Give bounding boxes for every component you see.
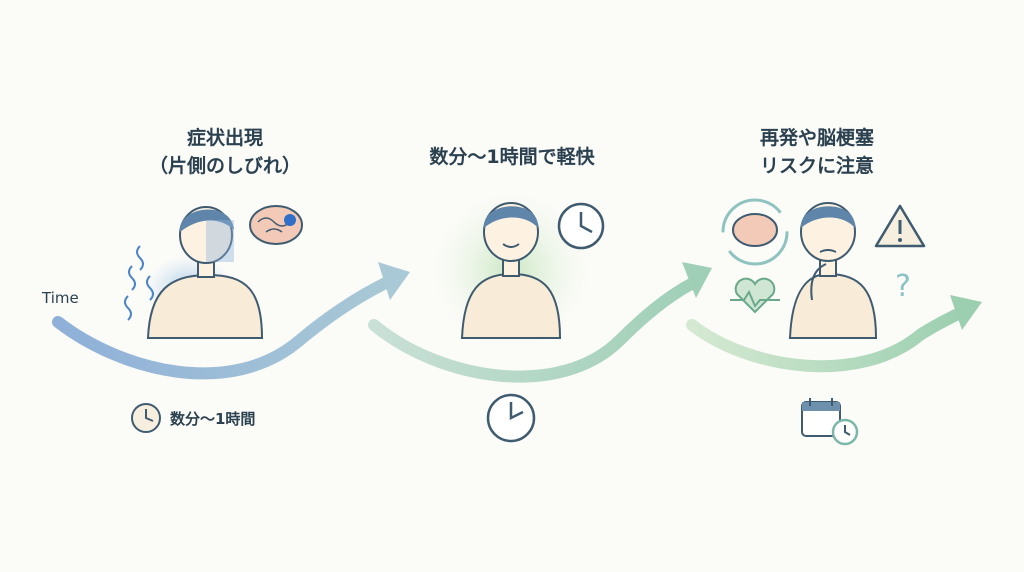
time-axis-label: Time bbox=[42, 289, 79, 307]
heartbeat-icon bbox=[730, 277, 780, 314]
brain-cycle-icon bbox=[721, 198, 789, 266]
step-3-title-line1: 再発や脳梗塞 bbox=[759, 127, 874, 149]
clock-icon bbox=[557, 202, 605, 250]
duration-label: 数分〜1時間 bbox=[170, 410, 256, 428]
step-1-title-line1: 症状出現 bbox=[186, 127, 263, 149]
step-2-title: 数分〜1時間で軽快 bbox=[380, 143, 644, 171]
step-2-title-line1: 数分〜1時間で軽快 bbox=[429, 146, 595, 168]
step-1-title-line2: （片側のしびれ） bbox=[148, 155, 301, 177]
step-1-title: 症状出現 （片側のしびれ） bbox=[110, 124, 340, 180]
timeline-arrow-3 bbox=[686, 295, 982, 373]
question-mark-icon: ? bbox=[895, 269, 911, 304]
step-3-title-line2: リスクに注意 bbox=[759, 155, 874, 177]
step-3-title: 再発や脳梗塞 リスクに注意 bbox=[700, 124, 934, 180]
timeline-arrow-1 bbox=[52, 262, 410, 380]
calendar-clock-icon bbox=[801, 398, 859, 446]
warning-icon bbox=[874, 204, 926, 248]
person-worried bbox=[788, 202, 878, 339]
person-recovered bbox=[433, 192, 589, 348]
person-numbness bbox=[124, 206, 264, 339]
brain-icon bbox=[249, 205, 303, 245]
clock-small-icon bbox=[131, 403, 161, 433]
timeline-arrow-2 bbox=[368, 262, 712, 383]
clock-large-icon bbox=[486, 393, 536, 443]
